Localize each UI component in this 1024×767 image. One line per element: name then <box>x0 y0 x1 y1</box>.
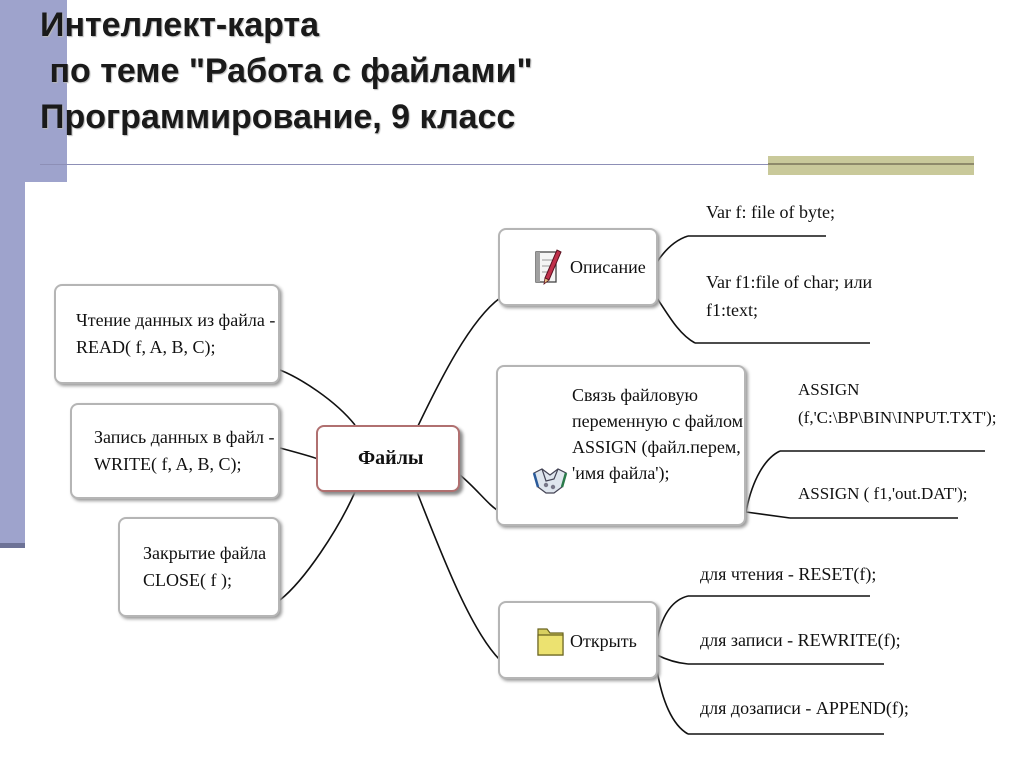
decor-bar-shadow <box>0 543 25 548</box>
node-read-line-2: READ( f, A, B, C); <box>76 337 216 357</box>
leaf-open-3: для дозаписи - APPEND(f); <box>700 694 909 722</box>
decor-left-bar <box>0 0 25 547</box>
leaf-bind-2-line-1: ASSIGN ( f1,'out.DAT'); <box>798 484 968 503</box>
node-close: Закрытие файла CLOSE( f ); <box>118 517 280 617</box>
link-close <box>279 491 356 601</box>
link-description <box>416 297 501 429</box>
page-title: Интеллект-карта по теме "Работа с файлам… <box>40 2 533 140</box>
leaf-bind-1-line-1: ASSIGN <box>798 380 860 399</box>
node-binding-line-2: переменную с файлом <box>572 411 744 431</box>
link-open <box>416 491 501 661</box>
leaf-bind-2: ASSIGN ( f1,'out.DAT'); <box>798 480 968 508</box>
title-line-1: Интеллект-карта <box>40 6 319 44</box>
node-write-line-1: Запись данных в файл - <box>94 427 275 447</box>
link-desc-leaf-2 <box>656 297 696 344</box>
node-read: Чтение данных из файла - READ( f, A, B, … <box>54 284 280 384</box>
leaf-open-3-line-1: для дозаписи - APPEND(f); <box>700 698 909 718</box>
node-center-label: Файлы <box>358 447 424 469</box>
node-close-line-2: CLOSE( f ); <box>143 570 232 590</box>
leaf-bind-1: ASSIGN (f,'C:\BP\BIN\INPUT.TXT'); <box>798 376 996 432</box>
node-binding-line-1: Связь файловую <box>572 385 698 405</box>
node-binding-line-3: ASSIGN (файл.перем, <box>572 437 741 457</box>
node-binding-line-4: 'имя файла'); <box>572 463 670 483</box>
divider-accent <box>768 156 974 175</box>
handshake-icon <box>532 468 568 494</box>
leaf-bind-1-line-2: (f,'C:\BP\BIN\INPUT.TXT'); <box>798 408 997 427</box>
leaf-desc-1: Var f: file of byte; <box>706 198 835 226</box>
node-write-line-2: WRITE( f, A, B, C); <box>94 454 242 474</box>
link-bind-leaf-1 <box>745 450 781 513</box>
node-write: Запись данных в файл - WRITE( f, A, B, C… <box>70 403 280 499</box>
leaf-desc-2-line-1: Var f1:file of char; или <box>706 272 873 292</box>
node-binding: Связь файловую переменную с файлом ASSIG… <box>496 365 746 526</box>
leaf-open-1: для чтения - RESET(f); <box>700 560 876 588</box>
leaf-open-2: для записи - REWRITE(f); <box>700 626 901 654</box>
node-description-label: Описание <box>570 257 646 277</box>
link-open-leaf-1 <box>656 595 689 641</box>
link-binding <box>459 474 501 513</box>
leaf-desc-2-line-2: f1:text; <box>706 300 758 320</box>
node-open: Открыть <box>498 601 658 679</box>
link-open-leaf-2 <box>656 654 689 665</box>
link-read <box>279 369 356 426</box>
link-write <box>279 447 319 460</box>
node-close-line-1: Закрытие файла <box>143 543 267 563</box>
leaf-open-2-line-1: для записи - REWRITE(f); <box>700 630 901 650</box>
link-open-leaf-3 <box>656 669 689 735</box>
notebook-pencil-icon <box>535 249 562 285</box>
link-desc-leaf-1 <box>656 235 689 263</box>
title-line-2: по теме "Работа с файлами" <box>40 52 533 90</box>
leaf-open-1-line-1: для чтения - RESET(f); <box>700 564 877 584</box>
leaf-desc-2: Var f1:file of char; или f1:text; <box>706 268 872 324</box>
leaf-desc-1-line-1: Var f: file of byte; <box>706 202 835 222</box>
node-open-label: Открыть <box>570 631 637 651</box>
node-read-line-1: Чтение данных из файла - <box>76 310 276 330</box>
title-divider <box>40 164 974 165</box>
title-line-3: Программирование, 9 класс <box>40 98 516 136</box>
divider-accent-line <box>768 163 974 165</box>
folder-icon <box>537 628 564 656</box>
link-bind-leaf-2 <box>745 511 791 519</box>
node-description: Описание <box>498 228 658 306</box>
node-center-files: Файлы <box>316 425 460 492</box>
